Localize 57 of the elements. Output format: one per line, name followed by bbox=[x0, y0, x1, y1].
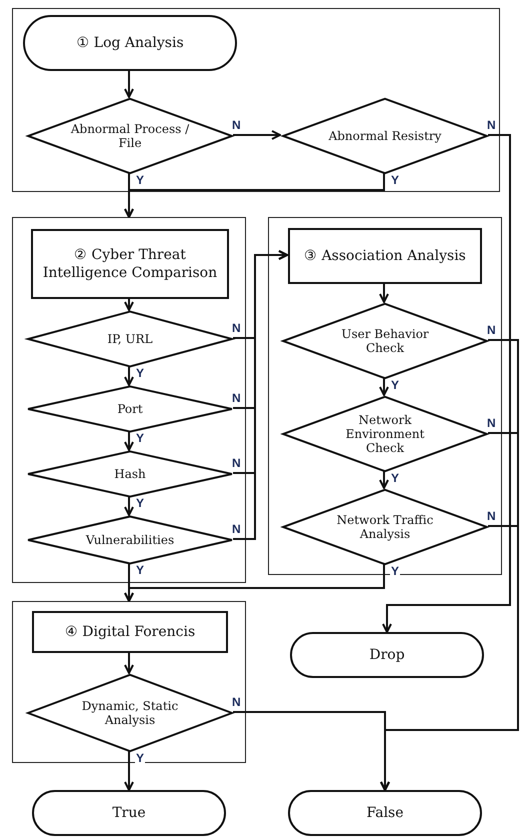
arrow bbox=[124, 564, 385, 602]
arrow bbox=[379, 283, 389, 303]
terminal-box: False bbox=[288, 790, 482, 836]
edge-label: N bbox=[486, 417, 497, 430]
section-frame bbox=[12, 217, 246, 583]
arrow bbox=[124, 751, 134, 791]
arrow bbox=[379, 471, 389, 489]
edge-label: Y bbox=[390, 379, 400, 392]
arrow bbox=[382, 134, 511, 633]
section-frame bbox=[12, 601, 246, 763]
edge-label: Y bbox=[135, 432, 146, 445]
edge-label: N bbox=[231, 523, 242, 536]
decision-diamond: Abnormal Process / File bbox=[26, 98, 234, 174]
arrow bbox=[233, 250, 288, 540]
terminal-box: Drop bbox=[290, 632, 484, 678]
edge-label: Y bbox=[135, 174, 146, 187]
edge-label: Y bbox=[390, 565, 400, 578]
edge-label: N bbox=[231, 322, 242, 335]
arrow bbox=[124, 652, 134, 674]
arrow bbox=[379, 378, 389, 396]
arrow bbox=[124, 366, 134, 386]
arrow bbox=[233, 130, 281, 140]
arrow bbox=[124, 70, 134, 98]
edge-label: N bbox=[486, 510, 497, 523]
edge-label: N bbox=[231, 392, 242, 405]
decision-diamond: Network Traffic Analysis bbox=[281, 489, 489, 565]
decision-diamond: Abnormal Resistry bbox=[281, 98, 489, 174]
arrow bbox=[124, 298, 134, 311]
decision-diamond: IP, URL bbox=[26, 311, 234, 367]
edge-label: N bbox=[231, 119, 242, 132]
process-box: ④ Digital Forencis bbox=[32, 611, 228, 653]
edge-label: N bbox=[231, 696, 242, 709]
decision-diamond: Port bbox=[26, 386, 234, 432]
edge-label: N bbox=[231, 457, 242, 470]
arrow bbox=[233, 711, 390, 791]
decision-diamond: Hash bbox=[26, 451, 234, 497]
edge-label: Y bbox=[135, 497, 146, 510]
decision-diamond: Dynamic, Static Analysis bbox=[26, 674, 234, 752]
decision-diamond: Vulnerabilities bbox=[26, 516, 234, 564]
edge-label: Y bbox=[135, 564, 146, 577]
process-box: ③ Association Analysis bbox=[288, 228, 482, 284]
section-frame bbox=[12, 8, 500, 192]
terminal-box: True bbox=[32, 790, 226, 836]
edge-label: Y bbox=[135, 752, 146, 765]
edge-label: N bbox=[486, 119, 497, 132]
edge-label: Y bbox=[390, 472, 400, 485]
arrow bbox=[124, 173, 385, 218]
terminal-box: ① Log Analysis bbox=[23, 15, 237, 71]
edge-label: N bbox=[486, 324, 497, 337]
edge-label: Y bbox=[390, 174, 400, 187]
process-box: ② Cyber Threat Intelligence Comparison bbox=[31, 229, 229, 299]
arrow bbox=[124, 496, 134, 516]
decision-diamond: User Behavior Check bbox=[281, 303, 489, 379]
decision-diamond: Network Environment Check bbox=[281, 396, 489, 472]
section-frame bbox=[268, 217, 502, 575]
edge-label: Y bbox=[135, 367, 146, 380]
arrow bbox=[124, 431, 134, 451]
